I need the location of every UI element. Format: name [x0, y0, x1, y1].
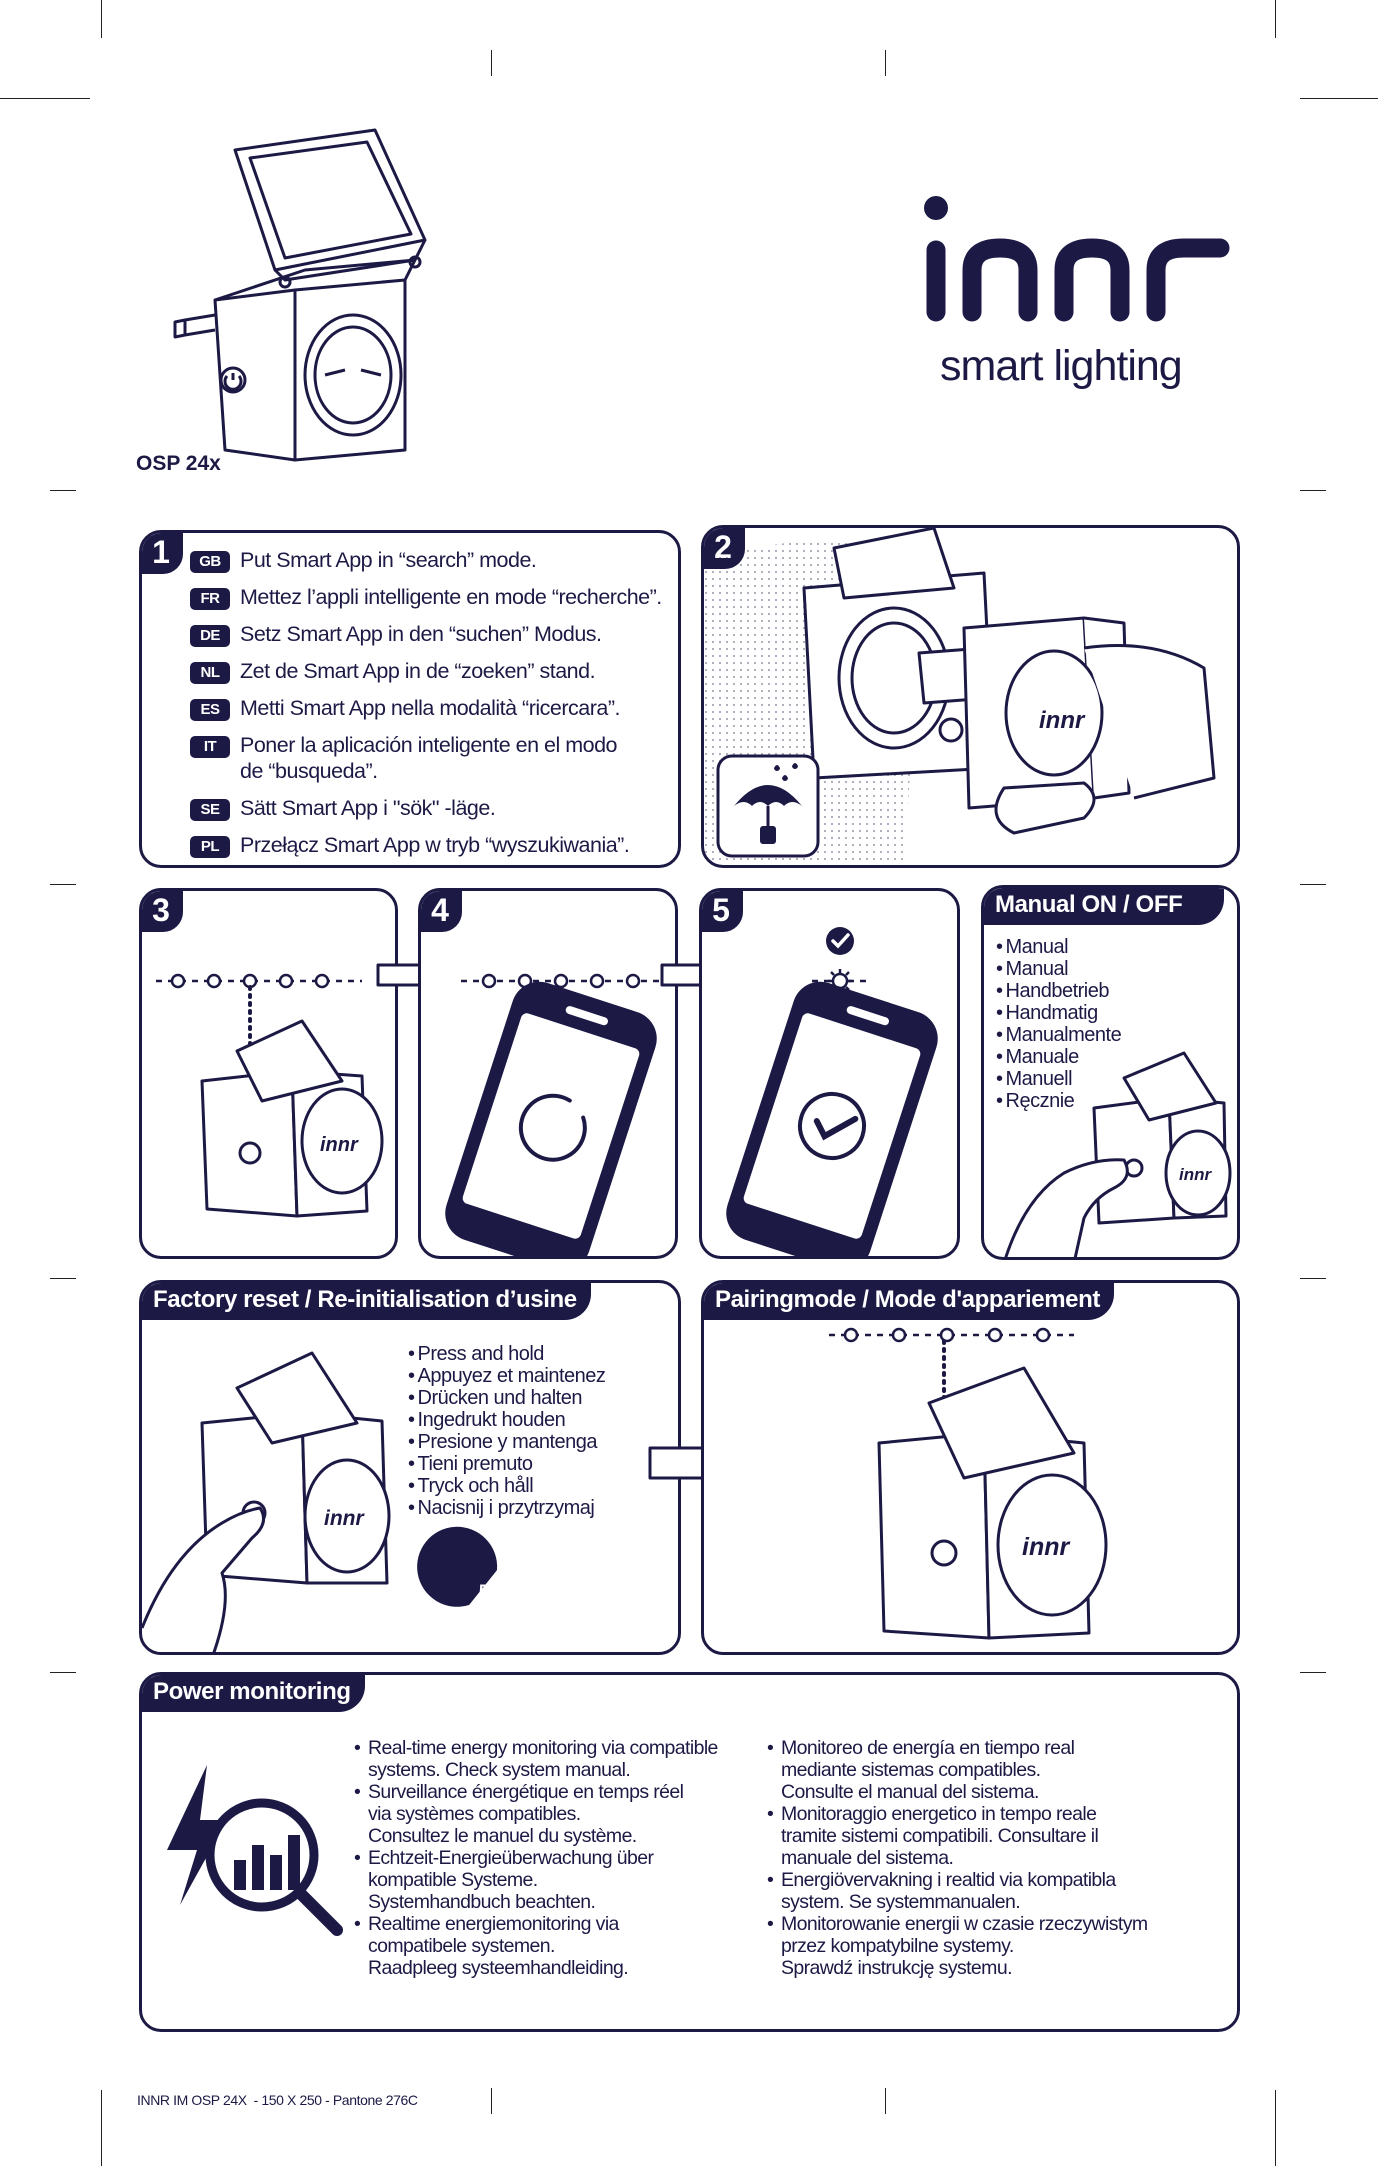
panel-title: Manual ON / OFF — [984, 888, 1224, 925]
manual-list: Manual Manual Handbetrieb Handmatig Manu… — [996, 936, 1122, 1112]
svg-text:innr: innr — [1179, 1165, 1212, 1184]
insert-plug-illustration: innr — [704, 528, 1216, 865]
step-number: 5 — [702, 891, 743, 932]
step-3-panel: 3 innr — [139, 888, 398, 1259]
power-list-left: Real-time energy monitoring via compatib… — [354, 1737, 754, 1979]
manual-on-off-panel: Manual ON / OFF Manual Manual Handbetrie… — [981, 885, 1240, 1260]
power-list-right: Monitoreo de energía en tiempo realmedia… — [767, 1737, 1237, 1979]
brand-tagline: smart lighting — [940, 342, 1183, 390]
crop-mark — [1300, 1278, 1326, 1280]
innr-logo — [924, 196, 1230, 322]
timer-label: 5s — [478, 1579, 507, 1609]
svg-text:innr: innr — [1022, 1533, 1070, 1561]
factory-reset-panel: Factory reset / Re-initialisation d’usin… — [139, 1280, 681, 1655]
crop-mark — [1275, 0, 1277, 38]
pairing-mode-panel: Pairingmode / Mode d'appariement innr — [701, 1280, 1240, 1655]
blinking-led-plug: innr — [156, 973, 384, 1218]
hand-pressing-plug: innr — [1004, 1051, 1232, 1257]
step-number: 1 — [142, 533, 183, 574]
crop-mark — [50, 490, 76, 492]
crop-mark — [50, 884, 76, 886]
waterproof-icon — [716, 754, 820, 858]
crop-mark — [1300, 1672, 1326, 1674]
print-spec-footer: INNR IM OSP 24X - 150 X 250 - Pantone 27… — [137, 2092, 418, 2108]
step-2-panel: 2 innr — [701, 525, 1240, 868]
step-number: 3 — [142, 891, 183, 932]
panel-title: Power monitoring — [142, 1675, 365, 1712]
pairing-led-plug: innr — [829, 1327, 1108, 1640]
crop-mark — [50, 1278, 76, 1280]
step-4-panel: 4 — [418, 888, 678, 1259]
timer-icon — [417, 1526, 498, 1607]
factory-list: Press and hold Appuyez et maintenez Drüc… — [408, 1343, 606, 1519]
hand-holding-button: innr — [142, 1351, 498, 1652]
crop-mark — [101, 2090, 103, 2166]
crop-mark — [50, 1672, 76, 1674]
panel-title: Pairingmode / Mode d'appariement — [704, 1283, 1114, 1320]
crop-mark — [0, 98, 90, 100]
svg-text:innr: innr — [324, 1507, 365, 1530]
step-number: 4 — [421, 891, 462, 932]
crop-mark — [1300, 490, 1326, 492]
crop-mark — [491, 2088, 493, 2114]
crop-mark — [1300, 884, 1326, 886]
power-monitoring-panel: Power monitoring Real-time energy monito… — [139, 1672, 1240, 2032]
crop-mark — [101, 0, 103, 38]
step-5-panel: 5 — [699, 888, 960, 1259]
crop-mark — [885, 2088, 887, 2114]
phone-confirmed-illustration — [726, 927, 938, 1256]
outdoor-plug-illustration — [173, 128, 427, 462]
plug-brand-mark: innr — [1039, 707, 1086, 734]
crop-mark — [885, 50, 887, 76]
model-label: OSP 24x — [136, 452, 221, 475]
energy-monitor-icon — [167, 1765, 343, 1936]
svg-text:innr: innr — [320, 1134, 359, 1156]
panel-title: Factory reset / Re-initialisation d’usin… — [142, 1283, 591, 1320]
crop-mark — [491, 50, 493, 76]
crop-mark — [1275, 2090, 1277, 2166]
crop-mark — [1300, 98, 1378, 100]
phone-searching-illustration — [445, 973, 661, 1256]
